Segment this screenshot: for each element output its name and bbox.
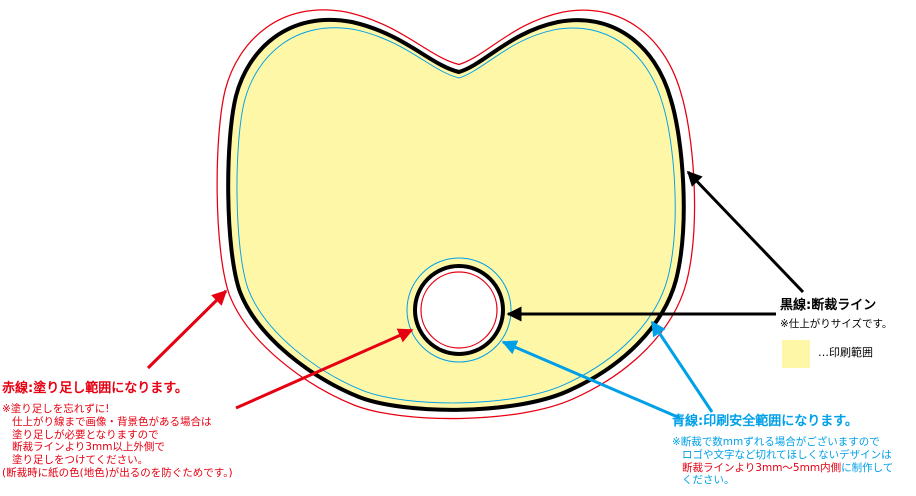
bleed-note-2: 仕上がり線まで画像・背景色がある場合は [12,415,212,428]
print-area-legend-label: …印刷範囲 [818,346,873,359]
bleed-note-5: 塗り足しをつけてください。 [12,454,149,467]
hole-cut-line [413,264,505,356]
cut-line-title: 黒線:断裁ライン [780,298,877,313]
safe-note-3: 断裁ラインより3mm〜5mm内側に制作して [672,462,893,475]
blue-arrow-hole [501,340,681,420]
safe-area-title: 青線:印刷安全範囲になります。 [672,414,858,429]
black-arrow-shape [686,170,805,294]
bleed-notes: ※塗り足しを忘れずに! 仕上がり線まで画像・背景色がある場合は 塗り足しが必要と… [2,403,233,480]
safe-area-notes: ※断裁で数mmずれる場合がございますので ロゴや文字など切れてほしくないデザイン… [672,436,893,487]
safe-note-2: ロゴや文字など切れてほしくないデザインは [682,448,892,461]
bleed-note-1: ※塗り足しを忘れずに! [2,403,110,415]
blue-arrow-shape [650,320,714,413]
print-area-swatch [782,340,810,368]
bleed-note-3: 塗り足しが必要となりますので [12,428,159,441]
safe-note-4: ください。 [682,474,735,487]
bleed-note-4: 断裁ラインより3mm以上外側で [12,441,165,454]
bleed-title: 赤線:塗り足し範囲になります。 [2,381,188,396]
cut-line-note: ※仕上がりサイズです。 [780,318,893,330]
safe-note-3-rest: に制作して [841,461,894,474]
safe-note-1: ※断裁で数mmずれる場合がございますので [672,436,880,448]
red-arrow-hole [235,328,414,410]
red-arrow-shape [146,289,228,370]
hole-bleed-line [420,271,498,349]
bleed-note-6: (断裁時に紙の色(地色)が出るのを防ぐためです。) [2,466,233,479]
safe-note-3-highlight: 断裁ラインより3mm〜5mm内側 [682,461,842,474]
